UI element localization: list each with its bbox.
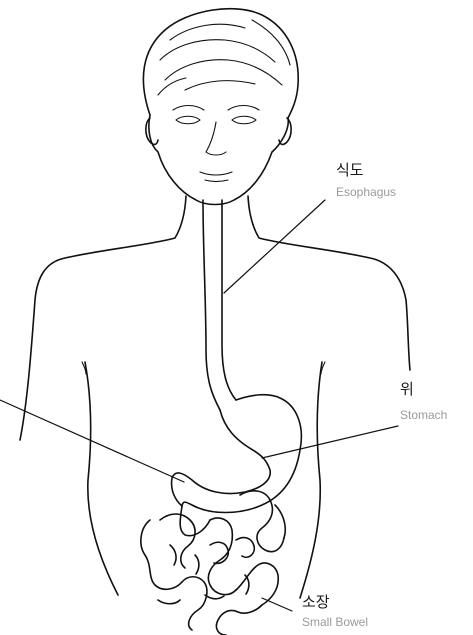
stomach-label-korean: 위: [400, 382, 414, 397]
stomach-leader-line: [262, 426, 398, 458]
esophagus-label-korean: 식도: [336, 163, 364, 178]
esophagus-label-english: Esophagus: [336, 186, 396, 198]
small-bowel-label-korean: 소장: [302, 595, 330, 610]
esophagus: [203, 200, 236, 410]
left-leader-line: [0, 400, 184, 482]
hair: [143, 9, 298, 118]
stomach-label-english: Stomach: [400, 409, 447, 421]
small-bowel-leader-line: [262, 598, 292, 611]
esophagus-leader-line: [224, 200, 325, 293]
small-bowel-label-english: Small Bowel: [302, 616, 368, 628]
face: [146, 106, 291, 205]
torso-outline: [20, 196, 410, 598]
